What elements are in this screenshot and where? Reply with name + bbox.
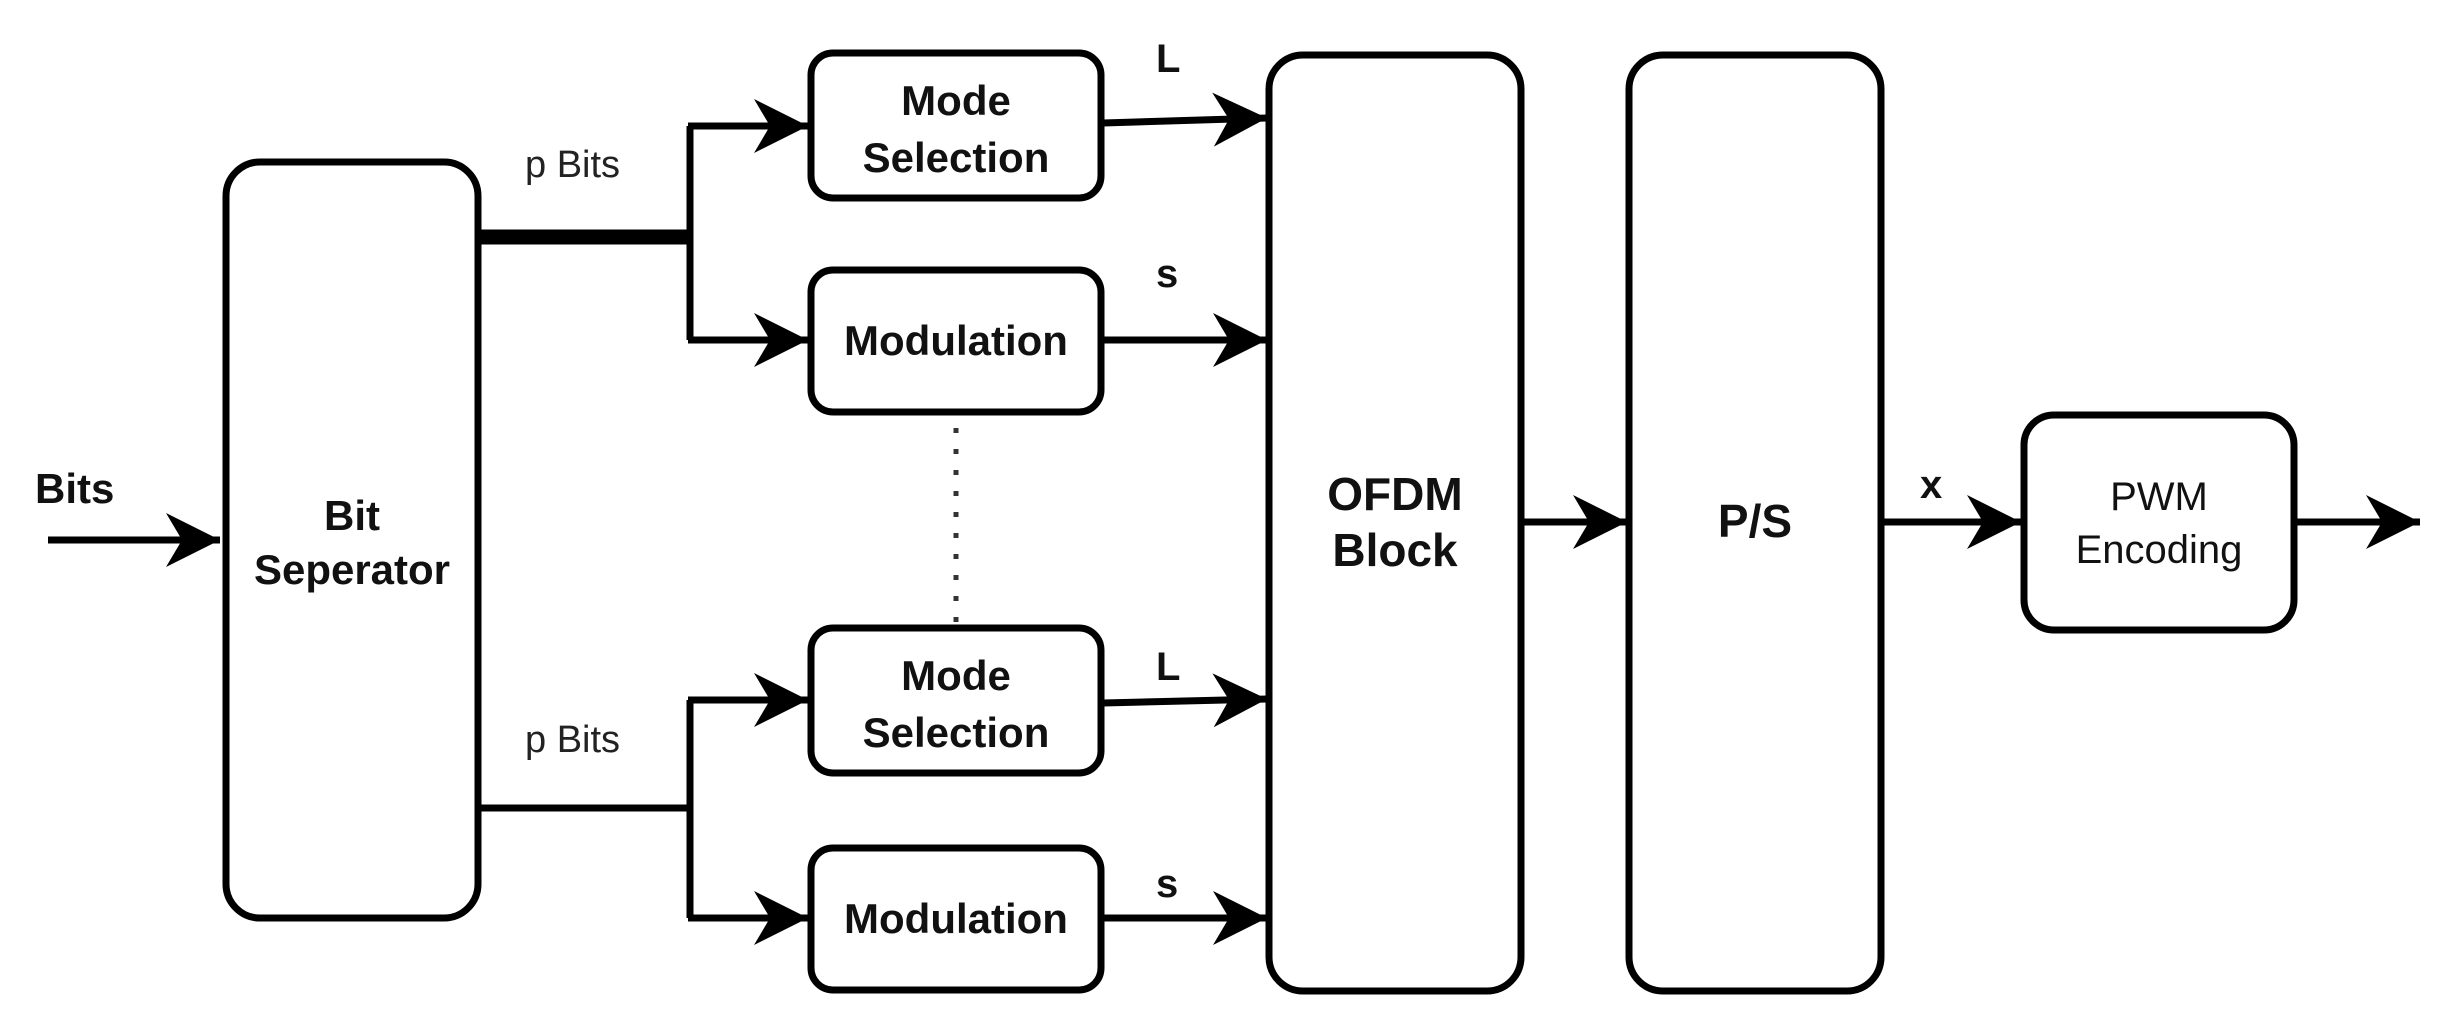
- lower-p-bits-label: p Bits: [525, 719, 620, 761]
- upper-L-label: L: [1156, 37, 1180, 81]
- pwm-encoding-line2: Encoding: [2076, 528, 2243, 572]
- upper-s-label: s: [1156, 252, 1178, 296]
- pwm-encoding-block: PWM Encoding: [2020, 411, 2298, 634]
- ofdm-block-line2: Block: [1332, 524, 1458, 576]
- upper-modulation-label: Modulation: [844, 317, 1068, 364]
- upper-p-bits-label: p Bits: [525, 144, 620, 186]
- upper-L-arrow: [1102, 92, 1268, 147]
- lower-mode-selection-line1: Mode: [901, 652, 1011, 699]
- lower-modulation-block: Modulation: [807, 844, 1105, 994]
- bit-separator-label-line1: Bit: [324, 492, 380, 539]
- lower-mode-selection-line2: Selection: [863, 709, 1050, 756]
- lower-s-label: s: [1156, 862, 1178, 906]
- ps-output-label: x: [1920, 463, 1942, 507]
- bit-separator-label-line2: Seperator: [254, 546, 450, 593]
- ps-block-label: P/S: [1718, 495, 1792, 547]
- ofdm-block-line1: OFDM: [1327, 468, 1462, 520]
- lower-L-arrow: [1102, 673, 1268, 728]
- lower-L-label: L: [1156, 645, 1180, 689]
- lower-mode-selection-block: Mode Selection: [807, 624, 1105, 777]
- upper-mode-selection-block: Mode Selection: [807, 49, 1105, 202]
- upper-mode-selection-line1: Mode: [901, 77, 1011, 124]
- upper-modulation-block: Modulation: [807, 266, 1105, 416]
- ofdm-block: OFDM Block: [1265, 51, 1525, 995]
- ps-block: P/S: [1625, 51, 1885, 995]
- pwm-encoding-line1: PWM: [2110, 475, 2208, 519]
- bit-separator-block: Bit Seperator: [222, 158, 482, 922]
- upper-mode-selection-line2: Selection: [863, 134, 1050, 181]
- lower-modulation-label: Modulation: [844, 895, 1068, 942]
- input-label: Bits: [35, 465, 114, 512]
